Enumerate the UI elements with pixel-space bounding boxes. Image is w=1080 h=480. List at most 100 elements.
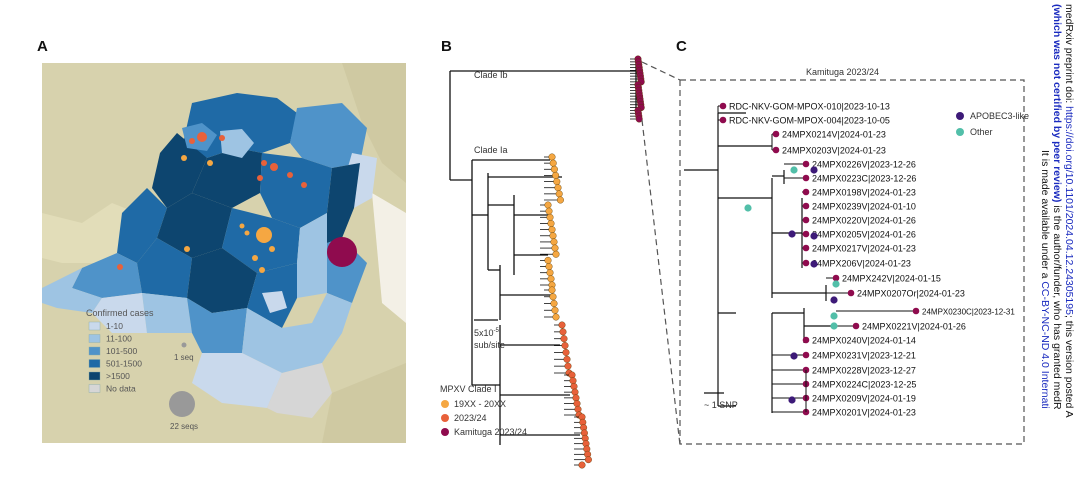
kamituga-tip (802, 244, 810, 252)
province-lomami (187, 298, 247, 353)
province-haut-uele (290, 103, 367, 168)
province-small-region (262, 291, 287, 313)
tree-tip (545, 263, 553, 271)
map-legend-swatch (88, 384, 101, 393)
mutation-dot (810, 260, 818, 268)
size-legend-small-label: 1 seq (174, 353, 194, 362)
case-circle (270, 163, 278, 171)
mutation-dot (790, 352, 798, 360)
notice-line-2: (which was not certified by peer review)… (1051, 4, 1063, 410)
size-legend-large (169, 391, 195, 417)
province-haut-lomami (242, 293, 352, 373)
province-sankuru (157, 193, 232, 258)
size-legend-large-label: 22 seqs (170, 422, 198, 431)
kamituga-tip-label: 24MPX0231V|2023-12-21 (812, 351, 916, 361)
panel-a-letter: A (37, 38, 48, 55)
tree-tip (569, 377, 577, 385)
kamituga-tree: Kamituga 2023/24 RDC-NKV-GOM-MPOX-010|20… (679, 67, 1029, 445)
tree-tip (554, 184, 562, 192)
tree-scale-value: 5x10-5 (474, 328, 500, 338)
zoom-connector (641, 61, 681, 446)
kamituga-tip (912, 307, 920, 315)
tree-tip (548, 153, 556, 161)
preprint-notice-text: medRxiv preprint doi: https://doi.org/10… (1039, 4, 1075, 418)
kamituga-tip (802, 160, 810, 168)
kamituga-branches (684, 112, 836, 413)
tree-tip (563, 355, 571, 363)
kamituga-tip-label: 24MPX0224C|2023-12-25 (812, 380, 916, 390)
kamituga-tip-label: 24MPX0209V|2024-01-19 (812, 394, 916, 404)
tree-tip (562, 348, 570, 356)
case-circle (287, 172, 293, 178)
tree-tip (568, 371, 576, 379)
tree-tip (550, 238, 558, 246)
map-legend-label: 11-100 (106, 334, 132, 344)
province-haut-katanga (267, 363, 332, 418)
kamituga-tip-label: 24MPX0198V|2024-01-23 (812, 188, 916, 198)
map-legend-label: >1500 (106, 371, 130, 381)
kamituga-tip (852, 322, 860, 330)
kamituga-tip-label: 24MPX0223C|2023-12-26 (812, 174, 916, 184)
mutation-dot (832, 280, 840, 288)
clade-ib-label: Clade Ib (474, 70, 508, 80)
notice-line-3: It is made available under a CC-BY-NC-ND… (1039, 150, 1051, 409)
tree-tip (545, 207, 553, 215)
kamituga-scale-label: ~ 1 SNP (704, 400, 738, 410)
tree-tip (551, 244, 559, 252)
kamituga-tip (802, 202, 810, 210)
case-circle (219, 135, 225, 141)
kamituga-tip (802, 216, 810, 224)
map-legend-swatch (88, 371, 101, 381)
province-kongo-central (42, 268, 102, 313)
preprint-notice: medRxiv preprint doi: https://doi.org/10… (1028, 0, 1080, 475)
map-legend-label: 1-10 (106, 321, 123, 331)
kamituga-tip (802, 351, 810, 359)
tree-tip (559, 328, 567, 336)
mutation-dot (830, 322, 838, 330)
map-legend-swatch (88, 359, 101, 368)
kamituga-tip-label: RDC-NKV-GOM-MPOX-010|2023-10-13 (729, 102, 890, 112)
case-circle (244, 230, 250, 236)
tree-tip (544, 256, 552, 264)
mutation-dot (810, 166, 818, 174)
panel-b-letter: B (441, 38, 452, 55)
tree-tip (551, 306, 559, 314)
case-circle (117, 264, 123, 270)
province-mai-ndombe (117, 188, 167, 263)
tree-tip (574, 405, 582, 413)
kamituga-tip-label: 24MPX0201V|2024-01-23 (812, 408, 916, 418)
tree-tip (548, 286, 556, 294)
map-legend-label: 101-500 (106, 346, 137, 356)
case-circle (269, 246, 275, 252)
kamituga-tip-label: 24MPX0228V|2023-12-27 (812, 366, 916, 376)
mutation-dot (830, 312, 838, 320)
kamituga-tip-label: RDC-NKV-GOM-MPOX-004|2023-10-05 (729, 116, 890, 126)
legend-other-label: Other (970, 127, 993, 137)
province-equateur (152, 133, 207, 208)
province-kasai (137, 238, 192, 298)
tree-branches (449, 60, 641, 445)
tree-tip (550, 165, 558, 173)
kamituga-tip-label: 24MPX242V|2024-01-15 (842, 274, 941, 284)
kamituga-tip-label: 24MPX0207Or|2024-01-23 (857, 289, 965, 299)
kamituga-tip-label: 24MPX0230C|2023-12-31 (922, 308, 1015, 317)
map-case-circles (117, 132, 357, 273)
panel-c-letter: C (676, 38, 687, 55)
kamituga-tip-label: 24MPX0217V|2024-01-23 (812, 244, 916, 254)
kamituga-frame (679, 79, 1025, 445)
mutation-dot (744, 204, 752, 212)
mutation-dot (810, 232, 818, 240)
tree-tip (573, 400, 581, 408)
map-legend-swatch (88, 334, 101, 343)
kamituga-tip (802, 259, 810, 267)
tree-tip (560, 335, 568, 343)
clade-ia-label: Clade Ia (474, 145, 508, 155)
legend-apobec3-swatch (956, 112, 964, 120)
legend-apobec3-label: APOBEC3-like (970, 111, 1029, 121)
province-kasai-central (187, 248, 257, 313)
tree-tip (584, 456, 592, 464)
province-north-kivu (327, 163, 360, 243)
tree-tip (550, 299, 558, 307)
tree-tip (561, 342, 569, 350)
